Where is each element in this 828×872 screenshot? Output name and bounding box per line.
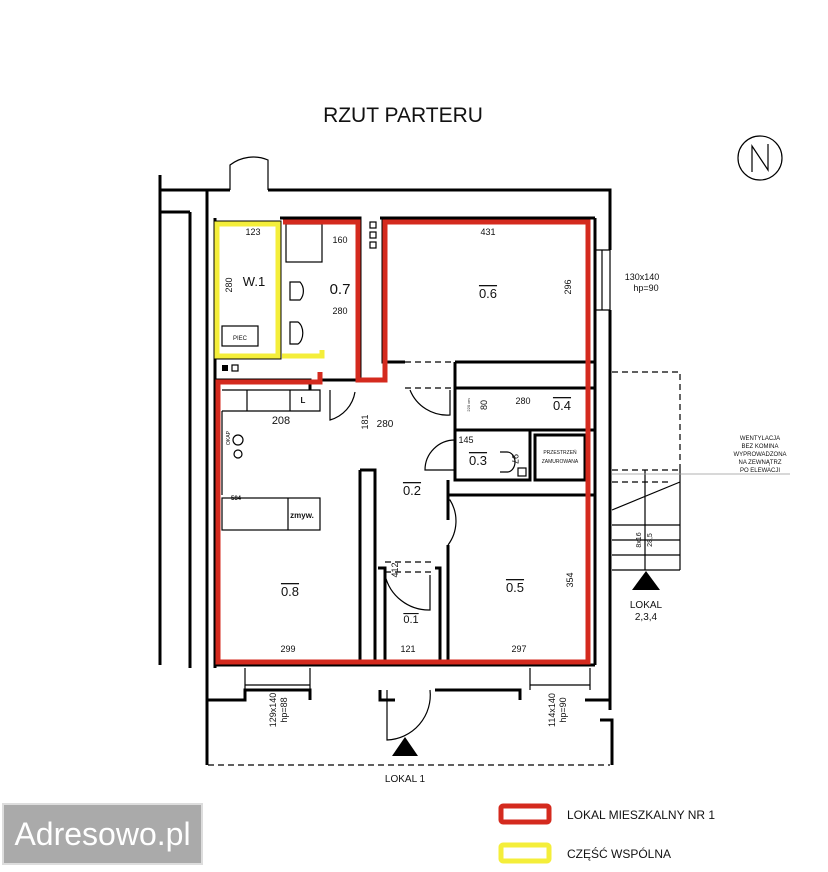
r04-note: 220 cm: [466, 398, 471, 412]
entrance-arrow-icon: [392, 737, 418, 756]
r04-width: 280: [515, 396, 530, 406]
walled-line1: PRZESTRZEŃ: [543, 449, 577, 456]
r05-width: 297: [511, 644, 526, 654]
legend-swatch-red: [498, 803, 552, 825]
room-02: 0.2: [403, 483, 421, 498]
room-06: 0.6: [479, 286, 497, 301]
watermark-logo: Adresowo.pl: [2, 803, 203, 865]
dim-584: 584: [231, 496, 242, 502]
room-01: 0.1: [403, 614, 418, 626]
legend-label: CZĘŚĆ WSPÓLNA: [567, 846, 671, 861]
north-arrow-icon: [737, 135, 783, 181]
r07-width: 160: [332, 235, 347, 245]
staircase: [611, 371, 790, 571]
window-east-size: 130x140: [625, 272, 660, 282]
stairs-a: 8x16: [636, 532, 643, 547]
okap-label: OKAP: [226, 430, 232, 445]
legend-label: LOKAL MIESZKALNY NR 1: [567, 808, 715, 822]
window-east-hp: hp=90: [633, 283, 658, 293]
vent-line: BEZ KOMINA: [741, 444, 778, 450]
window-sr-hp: hp=90: [558, 697, 568, 722]
legend: LOKAL MIESZKALNY NR 1 CZĘŚĆ WSPÓLNA: [498, 803, 715, 864]
walled-line2: ZAMUROWANA: [542, 459, 579, 465]
fixtures: [221, 223, 527, 531]
w1-height: 280: [224, 277, 234, 292]
room-05: 0.5: [506, 580, 524, 595]
legend-swatch-yellow: [498, 842, 552, 864]
room-07: 0.7: [330, 281, 351, 298]
vent-line: PO ELEWACJI: [740, 468, 780, 474]
r05-height: 354: [565, 572, 575, 587]
r03-height: 97: [510, 454, 520, 464]
piec-label: PIEC: [233, 336, 248, 342]
room-w1: W.1: [243, 274, 265, 289]
zmyw-label: zmyw.: [290, 511, 314, 520]
r01-height: 412: [390, 562, 400, 577]
entrance-arrow-icon: [632, 571, 660, 590]
r08-width: 299: [280, 644, 295, 654]
vent-line: WYPROWADZONA: [733, 452, 786, 458]
vent-line: NA ZEWNĄTRZ: [739, 460, 782, 466]
common-area-outline: [214, 221, 325, 359]
lokal234-line2: 2,3,4: [635, 612, 658, 623]
room-03: 0.3: [469, 453, 487, 468]
room-08: 0.8: [281, 584, 299, 599]
r02-dim-a: 181: [360, 414, 370, 429]
l-label: L: [301, 396, 306, 405]
w1-width: 123: [245, 227, 260, 237]
r03-width: 145: [458, 435, 473, 445]
room-labels: W.1 0.7 0.6 0.4 0.3 0.2 0.8 0.5 0.1: [243, 274, 571, 626]
dimension-labels: 123 280 PIEC 160 280 431 296 130x140 hp=…: [224, 227, 659, 727]
r04-height: 80: [479, 400, 489, 410]
lokal1-label: LOKAL 1: [385, 774, 426, 785]
window-sr-size: 114x140: [547, 693, 557, 727]
lokal234-line1: LOKAL: [630, 600, 663, 611]
plan-title: RZUT PARTERU: [323, 104, 483, 127]
vent-line: WENTYLACJA: [740, 436, 780, 442]
r07-height: 280: [332, 306, 347, 316]
r02-dim-b: 280: [377, 419, 394, 430]
stairs-b: 28,5: [647, 533, 654, 547]
window-sl-size: 129x140: [268, 693, 278, 728]
apartment-outline: [215, 219, 591, 665]
r06-height: 296: [563, 279, 573, 294]
r01-width: 121: [400, 644, 415, 654]
window-sl-hp: hp=88: [279, 697, 289, 722]
room-04: 0.4: [553, 398, 571, 413]
r06-width: 431: [480, 227, 495, 237]
ventilation-note: WENTYLACJA BEZ KOMINA WYPROWADZONA NA ZE…: [733, 436, 786, 474]
kitchen-width: 208: [272, 415, 290, 427]
